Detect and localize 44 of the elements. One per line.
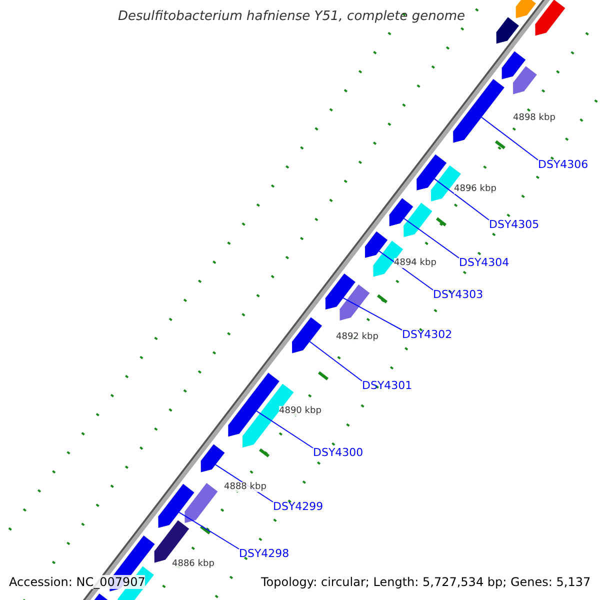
gene-feature: [158, 484, 194, 528]
gene-feature: [404, 202, 432, 238]
footer-text: Accession: NC_007907: [9, 575, 146, 589]
gene-feature: [513, 66, 537, 94]
gene-label: DSY4303: [433, 288, 484, 301]
leader-line: [434, 178, 490, 220]
gene-label: DSY4304: [459, 256, 510, 269]
leader-line: [378, 250, 434, 290]
leader-line: [481, 116, 538, 160]
axis-tick-label: 4898 kbp: [513, 113, 556, 123]
gene-label: DSY4298: [239, 547, 290, 560]
gene-feature: [389, 198, 414, 226]
leader-line: [178, 512, 240, 550]
gene-label: DSY4302: [402, 328, 452, 341]
footer-text: Topology: circular; Length: 5,727,534 bp; Genes: 5,137: [261, 575, 591, 589]
gene-feature: [340, 284, 370, 320]
gene-feature: [535, 0, 566, 36]
gene-feature: [516, 0, 536, 18]
gene-feature: [325, 274, 356, 310]
gene-feature: [292, 317, 322, 354]
leader-line: [256, 410, 314, 448]
gene-feature: [228, 372, 280, 437]
gene-label: DSY4300: [313, 446, 364, 459]
gene-feature: [453, 79, 504, 143]
axis-tick-label: 4886 kbp: [172, 559, 214, 569]
gene-feature: [416, 154, 447, 190]
axis-tick-label: 4888 kbp: [224, 482, 266, 492]
gene-feature: [184, 483, 218, 523]
gene-label: DSY4301: [362, 379, 412, 392]
leader-line: [342, 297, 402, 330]
axis-tick-label: 4892 kbp: [336, 332, 378, 342]
gene-label: DSY4306: [538, 158, 588, 171]
gene-feature: [496, 17, 519, 44]
axis-tick-label: 4890 kbp: [279, 406, 322, 416]
gene-label: DSY4305: [489, 218, 540, 231]
axis-tick-label: 4894 kbp: [394, 258, 436, 268]
leader-line: [404, 218, 460, 258]
gene-label: DSY4299: [273, 500, 324, 513]
leader-line: [309, 341, 362, 382]
title: Desulfitobacterium hafniense Y51, complete genome: [118, 9, 466, 24]
gene-feature: [365, 231, 388, 258]
axis-tick-label: 4896 kbp: [454, 184, 496, 194]
gene-feature: [200, 444, 225, 472]
gene-feature: [502, 51, 526, 80]
